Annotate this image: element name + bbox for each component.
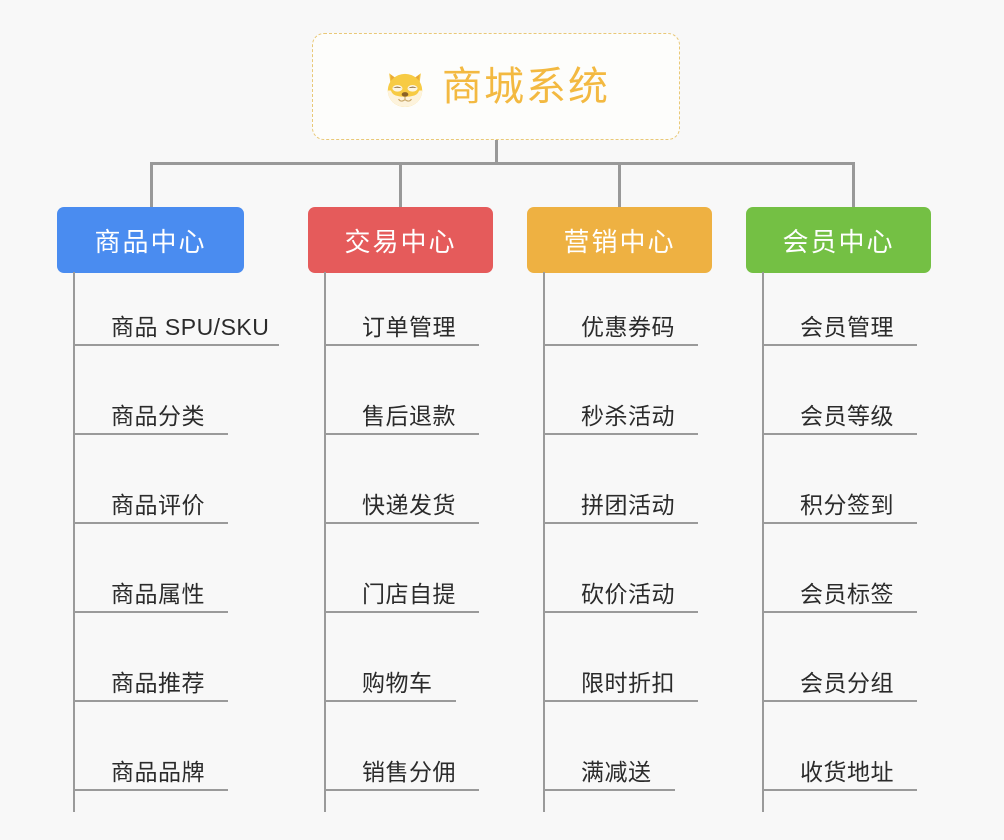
leaf-item-product-5[interactable]: 商品品牌 [73,702,228,791]
leaf-label: 拼团活动 [581,491,675,518]
category-label-product-center: 商品中心 [94,226,207,257]
leaf-label: 会员等级 [800,402,894,429]
leaf-label: 积分签到 [800,491,894,518]
leaf-item-trade-5[interactable]: 销售分佣 [324,702,479,791]
shiba-dog-face-icon [387,72,423,107]
leaf-item-member-5[interactable]: 收货地址 [762,702,917,791]
leaf-label: 商品分类 [111,402,205,429]
category-box-member-center[interactable]: 会员中心 [746,207,931,273]
leaf-label: 会员管理 [800,313,894,340]
leaf-spine-member-center [762,272,764,812]
category-label-marketing-center: 营销中心 [563,226,676,257]
leaf-label: 售后退款 [362,402,456,429]
leaf-label: 限时折扣 [581,669,675,696]
leaf-label: 商品评价 [111,491,205,518]
leaf-label: 秒杀活动 [581,402,675,429]
leaf-item-trade-2[interactable]: 快递发货 [324,435,479,524]
leaf-label: 购物车 [362,669,433,696]
leaf-item-marketing-4[interactable]: 限时折扣 [543,613,698,702]
leaf-item-marketing-3[interactable]: 砍价活动 [543,524,698,613]
leaf-item-member-1[interactable]: 会员等级 [762,346,917,435]
leaf-label: 满减送 [581,758,652,785]
root-title: 商城系统 [442,64,610,109]
leaf-item-marketing-5[interactable]: 满减送 [543,702,675,791]
leaf-item-product-2[interactable]: 商品评价 [73,435,228,524]
leaf-label: 商品品牌 [111,758,205,785]
leaf-item-marketing-0[interactable]: 优惠券码 [543,272,698,346]
leaf-label: 订单管理 [362,313,456,340]
connector-horizontal-bar [150,162,854,165]
leaf-item-trade-4[interactable]: 购物车 [324,613,456,702]
leaf-spine-product-center [73,272,75,812]
leaf-item-product-3[interactable]: 商品属性 [73,524,228,613]
leaf-label: 砍价活动 [581,580,675,607]
leaf-item-member-4[interactable]: 会员分组 [762,613,917,702]
connector-drop-trade [399,162,402,209]
leaf-item-trade-1[interactable]: 售后退款 [324,346,479,435]
leaf-item-member-3[interactable]: 会员标签 [762,524,917,613]
leaf-item-product-4[interactable]: 商品推荐 [73,613,228,702]
leaf-item-product-1[interactable]: 商品分类 [73,346,228,435]
leaf-label: 销售分佣 [362,758,456,785]
connector-trunk [495,140,498,165]
leaf-label: 会员标签 [800,580,894,607]
leaf-label: 优惠券码 [581,313,675,340]
leaf-spine-trade-center [324,272,326,812]
leaf-item-marketing-2[interactable]: 拼团活动 [543,435,698,524]
root-node-shopping-mall-system[interactable]: 商城系统 [312,33,680,140]
connector-drop-member [852,162,855,209]
leaf-item-trade-3[interactable]: 门店自提 [324,524,479,613]
category-box-trade-center[interactable]: 交易中心 [308,207,493,273]
leaf-label: 商品 SPU/SKU [111,313,270,340]
leaf-label: 门店自提 [362,580,456,607]
category-label-member-center: 会员中心 [782,226,895,257]
connector-drop-marketing [618,162,621,209]
leaf-label: 商品属性 [111,580,205,607]
connector-drop-product [150,162,153,209]
leaf-label: 收货地址 [800,758,894,785]
leaf-item-marketing-1[interactable]: 秒杀活动 [543,346,698,435]
leaf-label: 快递发货 [362,491,456,518]
category-label-trade-center: 交易中心 [344,226,457,257]
leaf-item-product-0[interactable]: 商品 SPU/SKU [73,272,279,346]
category-box-marketing-center[interactable]: 营销中心 [527,207,712,273]
category-box-product-center[interactable]: 商品中心 [57,207,244,273]
leaf-item-member-2[interactable]: 积分签到 [762,435,917,524]
leaf-label: 商品推荐 [111,669,205,696]
leaf-label: 会员分组 [800,669,894,696]
leaf-item-trade-0[interactable]: 订单管理 [324,272,479,346]
leaf-spine-marketing-center [543,272,545,812]
leaf-item-member-0[interactable]: 会员管理 [762,272,917,346]
